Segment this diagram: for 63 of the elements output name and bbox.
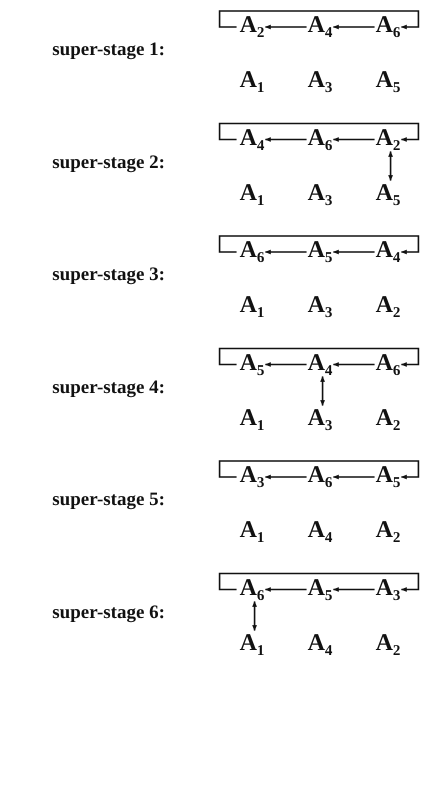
variable-label: A$_{5}$ <box>308 237 332 263</box>
variable-label: A$_{1}$ <box>240 517 264 543</box>
variable-label: A$_{5}$ <box>308 574 332 600</box>
arrow <box>332 24 375 30</box>
variable-label: A$_{3}$ <box>376 574 400 600</box>
variable-label: A$_{6}$ <box>308 462 332 488</box>
variable-label: A$_{4}$ <box>308 517 332 543</box>
arrow <box>332 474 375 480</box>
variable-label: A$_{1}$ <box>240 180 264 206</box>
arrow <box>332 137 375 142</box>
variable-label: A$_{1}$ <box>240 630 264 656</box>
variable-label: A$_{3}$ <box>308 292 332 318</box>
arrow <box>332 362 375 367</box>
stage-label: super-stage 1: <box>52 39 165 61</box>
loop-arrow <box>218 10 420 30</box>
stage-label: super-stage 3: <box>52 264 165 286</box>
arrow <box>332 250 375 254</box>
variable-label: A$_{5}$ <box>376 462 400 488</box>
stage-label: super-stage 5: <box>52 489 165 511</box>
variable-label: A$_{5}$ <box>240 350 264 376</box>
variable-label: A$_{6}$ <box>240 574 264 600</box>
loop-arrow <box>218 122 420 142</box>
loop-arrow <box>218 572 420 592</box>
loop-arrow <box>218 235 420 254</box>
variable-label: A$_{3}$ <box>308 404 332 430</box>
variable-label: A$_{2}$ <box>376 517 400 543</box>
variable-label: A$_{5}$ <box>376 180 400 206</box>
double-arrow <box>252 600 257 632</box>
variable-label: A$_{2}$ <box>376 292 400 318</box>
variable-label: A$_{2}$ <box>376 630 400 656</box>
variable-label: A$_{1}$ <box>240 67 264 93</box>
variable-label: A$_{6}$ <box>376 350 400 376</box>
arrow <box>264 587 307 592</box>
double-arrow <box>388 150 393 182</box>
variable-label: A$_{1}$ <box>240 292 264 318</box>
arrow <box>264 137 307 142</box>
loop-arrow <box>218 348 420 367</box>
variable-label: A$_{6}$ <box>240 237 264 263</box>
variable-label: A$_{4}$ <box>308 630 332 656</box>
variable-label: A$_{6}$ <box>376 12 400 38</box>
variable-label: A$_{2}$ <box>376 404 400 430</box>
variable-label: A$_{3}$ <box>308 67 332 93</box>
variable-label: A$_{5}$ <box>376 67 400 93</box>
variable-label: A$_{4}$ <box>376 237 400 263</box>
double-arrow <box>320 376 325 406</box>
variable-label: A$_{3}$ <box>240 462 264 488</box>
variable-label: A$_{3}$ <box>308 180 332 206</box>
variable-label: A$_{2}$ <box>240 12 264 38</box>
variable-label: A$_{4}$ <box>308 350 332 376</box>
variable-label: A$_{2}$ <box>376 124 400 150</box>
variable-label: A$_{1}$ <box>240 404 264 430</box>
variable-label: A$_{4}$ <box>240 124 264 150</box>
variable-label: A$_{4}$ <box>308 12 332 38</box>
arrow <box>264 474 307 480</box>
loop-arrow <box>218 460 420 480</box>
variable-label: A$_{6}$ <box>308 124 332 150</box>
arrow <box>332 587 375 592</box>
stage-label: super-stage 4: <box>52 376 165 398</box>
arrow <box>264 24 307 30</box>
stage-label: super-stage 2: <box>52 152 165 174</box>
arrow <box>264 250 307 254</box>
arrow <box>264 362 307 367</box>
stage-label: super-stage 6: <box>52 602 165 624</box>
